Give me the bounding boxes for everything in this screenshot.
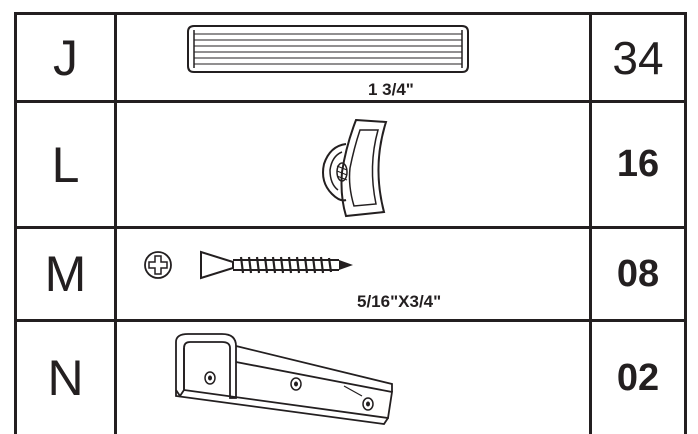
part-quantity-j: 34 — [612, 31, 664, 84]
part-quantity-l: 16 — [616, 143, 660, 185]
part-quantity-n: 02 — [616, 356, 660, 399]
row-divider-2 — [14, 226, 687, 229]
bent-metal-bracket-icon — [175, 333, 394, 425]
row-divider-1 — [14, 100, 687, 103]
column-divider-2 — [589, 12, 592, 434]
cam-lock-housing-icon — [322, 118, 388, 218]
part-quantity-m: 08 — [616, 252, 660, 295]
part-letter-j: J — [53, 29, 78, 86]
part-letter-m: M — [44, 246, 87, 302]
phillips-head-icon — [144, 251, 172, 279]
column-divider-1 — [114, 12, 117, 434]
wood-screw-icon — [200, 250, 353, 280]
wooden-dowel-icon — [187, 25, 469, 73]
part-size-m: 5/16"X3/4" — [357, 292, 442, 311]
table-border-left — [14, 12, 17, 434]
table-border-top — [14, 12, 687, 15]
table-border-right — [684, 12, 687, 434]
row-divider-3 — [14, 319, 687, 322]
part-letter-l: L — [51, 136, 80, 193]
part-letter-n: N — [47, 350, 84, 406]
part-size-j: 1 3/4" — [368, 80, 414, 99]
